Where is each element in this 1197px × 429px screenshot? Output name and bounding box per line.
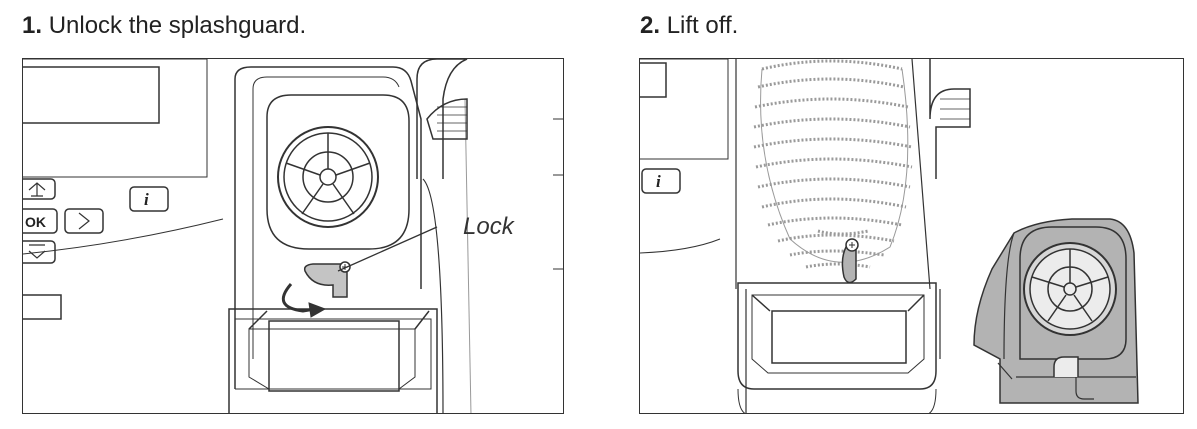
info-button[interactable]: i bbox=[641, 168, 681, 194]
right-button[interactable] bbox=[64, 208, 104, 234]
splashguard bbox=[266, 94, 410, 250]
rotate-arrow-icon bbox=[281, 283, 316, 313]
up-arrow-icon bbox=[28, 182, 46, 197]
handle bbox=[416, 59, 468, 179]
step-1-title: 1. Unlock the splashguard. bbox=[22, 12, 306, 40]
step-1-text: Unlock the splashguard. bbox=[48, 12, 307, 39]
display-frame bbox=[640, 59, 729, 160]
lock-label: Lock bbox=[463, 213, 516, 240]
side-knob bbox=[23, 294, 62, 320]
right-arrow-icon bbox=[78, 212, 90, 230]
nozzle-spokes bbox=[1031, 249, 1109, 322]
removed-splashguard bbox=[973, 218, 1139, 404]
info-button[interactable]: i bbox=[129, 186, 169, 212]
panel-curve bbox=[640, 238, 721, 254]
handle-grip bbox=[426, 98, 468, 140]
lift-off-illustration-svg: i bbox=[640, 59, 1139, 413]
drip-tray-well bbox=[771, 310, 907, 364]
drip-tray bbox=[737, 282, 937, 390]
up-button[interactable] bbox=[23, 178, 56, 200]
illustration-unlock: OK i Lock bbox=[22, 58, 564, 414]
step-2-number: 2. bbox=[640, 12, 661, 39]
nozzle-outer bbox=[277, 126, 379, 228]
display-frame bbox=[23, 59, 208, 178]
hose-hook bbox=[841, 246, 857, 284]
drip-tray bbox=[228, 308, 438, 413]
panel-curve bbox=[23, 218, 224, 255]
handle bbox=[929, 59, 971, 179]
step-2-title: 2. Lift off. bbox=[640, 12, 738, 40]
ok-label: OK bbox=[25, 214, 46, 230]
step-2-text: Lift off. bbox=[666, 12, 739, 39]
display-window bbox=[23, 66, 160, 124]
lock-latch bbox=[303, 263, 348, 298]
info-icon: i bbox=[656, 172, 661, 191]
step-1-number: 1. bbox=[22, 12, 43, 39]
splash-inner-edge bbox=[252, 76, 400, 359]
info-icon: i bbox=[144, 190, 149, 209]
illustration-lift-off: i bbox=[639, 58, 1184, 414]
ok-button[interactable]: OK bbox=[23, 208, 58, 234]
down-button[interactable] bbox=[23, 240, 56, 264]
display-window bbox=[640, 62, 667, 98]
splash-housing bbox=[234, 66, 422, 389]
down-arrow-icon bbox=[28, 244, 46, 259]
nozzle-spokes bbox=[285, 133, 371, 215]
lock-callout-line bbox=[337, 226, 438, 272]
drain-hose-coil bbox=[753, 59, 913, 269]
drip-tray-well bbox=[268, 320, 400, 392]
unlock-illustration-svg: OK i Lock bbox=[23, 59, 563, 413]
